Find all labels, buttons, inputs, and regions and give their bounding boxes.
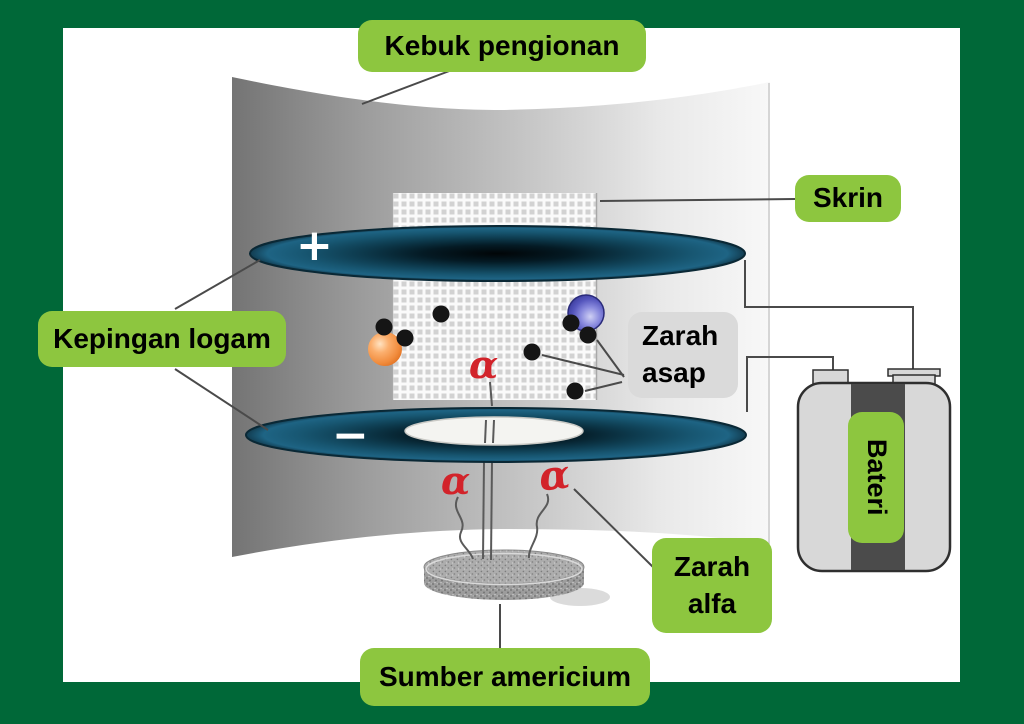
leader-ionization-chamber <box>361 69 453 105</box>
alpha-track-right <box>527 493 550 559</box>
circuit-wires <box>744 260 914 412</box>
label-battery: Bateri <box>848 412 904 543</box>
leader-smoke-2 <box>596 339 625 378</box>
alpha-track-center-upper <box>489 381 493 407</box>
leader-alpha-particle <box>573 488 655 569</box>
leader-smoke-1 <box>541 354 625 376</box>
smoke-dot <box>396 329 414 347</box>
alpha-symbol-center: α <box>469 342 499 387</box>
smoke-dot <box>432 305 450 323</box>
label-americium-source: Sumber americium <box>360 648 650 706</box>
smoke-dot <box>375 318 393 336</box>
leader-plate-bottom <box>174 368 269 431</box>
metal-plate-top <box>249 225 746 282</box>
wire-bottom-plate <box>746 356 834 412</box>
label-alpha-particles: Zarah alfa <box>652 538 772 633</box>
wire-top-plate <box>744 260 914 371</box>
plus-sign: + <box>296 220 333 271</box>
metal-plate-bottom <box>245 407 747 463</box>
americium-source-disc <box>423 549 610 649</box>
leader-screen <box>599 198 796 202</box>
leader-plate-top <box>174 259 261 310</box>
leader-smoke-3 <box>584 381 623 392</box>
label-ionization-chamber: Kebuk pengionan <box>358 20 646 72</box>
minus-sign: − <box>332 410 369 461</box>
label-screen: Skrin <box>795 175 901 222</box>
alpha-track-through-hole-1 <box>482 460 485 560</box>
dust-particle-orange <box>368 332 402 366</box>
alpha-track-through-hole-2 <box>490 460 493 561</box>
smoke-particles <box>368 294 605 400</box>
smoke-dot <box>566 382 584 400</box>
smoke-dot <box>579 326 597 344</box>
smoke-dot <box>523 343 541 361</box>
smoke-dot <box>562 314 580 332</box>
alpha-tracks <box>455 381 550 561</box>
alpha-symbol-right: α <box>536 450 573 501</box>
leader-lines <box>174 69 796 569</box>
label-smoke-particles: Zarah asap <box>628 312 738 398</box>
label-metal-plates: Kepingan logam <box>38 311 286 367</box>
alpha-track-left <box>455 496 474 560</box>
alpha-symbol-left: α <box>441 458 471 503</box>
